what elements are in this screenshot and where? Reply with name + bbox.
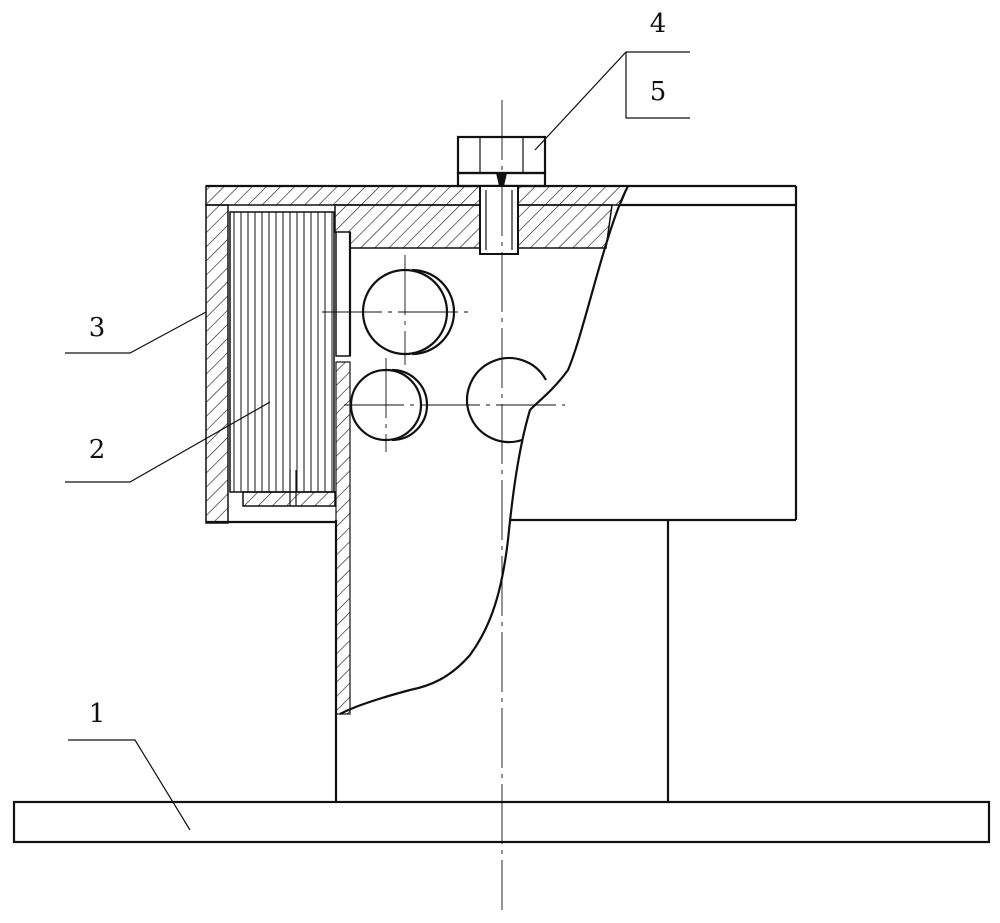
bolt-head <box>456 135 547 175</box>
callout-3: 3 <box>89 313 106 343</box>
callout-4: 4 <box>650 9 667 39</box>
bolt-shank <box>479 185 519 255</box>
callout-1: 1 <box>89 699 106 729</box>
break-line <box>339 185 629 715</box>
roller-lower-right <box>465 357 547 444</box>
base-plate <box>12 800 991 844</box>
washer <box>456 171 547 188</box>
callout-5: 5 <box>650 77 667 107</box>
inner-wall <box>335 231 352 357</box>
centerlines <box>322 100 565 910</box>
callout-2: 2 <box>89 435 106 465</box>
head-housing <box>205 184 798 520</box>
side-cover <box>205 204 336 524</box>
leader-lines <box>65 51 690 831</box>
filter-element <box>229 211 336 507</box>
column-body <box>334 361 796 802</box>
